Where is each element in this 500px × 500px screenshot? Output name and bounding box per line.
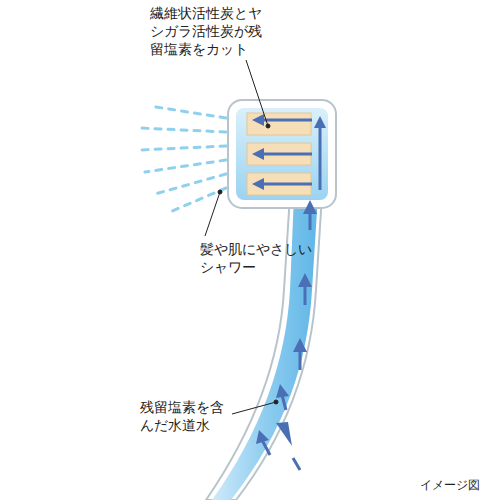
image-note: イメージ図 <box>420 478 496 494</box>
shower-head <box>228 100 336 208</box>
spray-label: 髪や肌にやさしいシャワー <box>200 240 318 276</box>
head-water <box>236 108 328 200</box>
filter-label: 繊維状活性炭とヤシガラ活性炭が残留塩素をカット <box>150 4 268 59</box>
shower-handle <box>206 195 322 500</box>
water-label: 残留塩素を含んだ水道水 <box>140 398 230 434</box>
leader-lines <box>205 60 278 414</box>
activated-carbon-filter <box>247 113 311 195</box>
flow-arrows <box>252 114 326 470</box>
water-flow <box>212 195 318 500</box>
spray-lines <box>140 106 226 212</box>
